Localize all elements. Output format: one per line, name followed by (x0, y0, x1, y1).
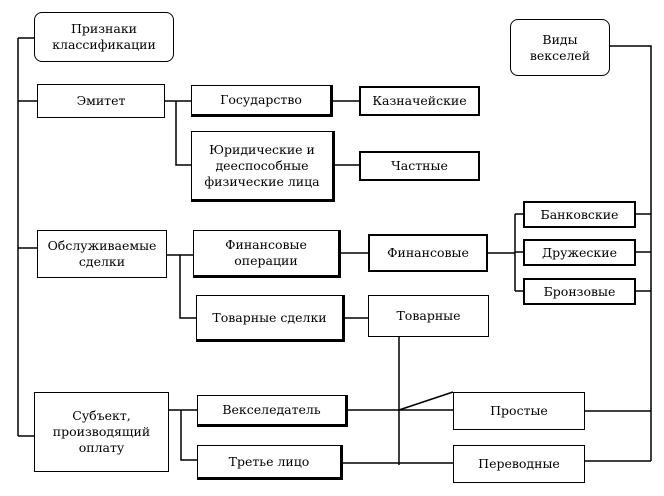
payer-drawer: Векселедатель (197, 395, 348, 427)
criterion-payer: Субъект, производящий оплату (34, 392, 169, 472)
payer-third-party: Третье лицо (197, 445, 343, 480)
bill-bronze: Бронзовые (523, 278, 636, 305)
header-bill-types: Виды векселей (510, 19, 610, 76)
deal-commodity: Товарные сделки (196, 295, 345, 342)
bill-commodity: Товарные (368, 295, 489, 337)
bill-private: Частные (359, 151, 480, 181)
criterion-issuer: Эмитет (37, 84, 165, 118)
header-classification-criteria: Признаки классификации (34, 12, 174, 62)
bill-financial: Финансовые (368, 234, 488, 272)
bill-treasury: Казначейские (359, 86, 480, 116)
bill-transfer: Переводные (453, 445, 585, 483)
issuer-legal-entities: Юридические и дееспособные физические ли… (191, 131, 335, 202)
bill-bank: Банковские (523, 201, 636, 228)
issuer-state: Государство (191, 85, 333, 117)
bill-friendly: Дружеские (523, 239, 636, 266)
criterion-served-deals: Обслуживаемые сделки (37, 230, 167, 278)
deal-financial-operations: Финансовые операции (193, 230, 341, 278)
bill-simple: Простые (453, 392, 585, 430)
